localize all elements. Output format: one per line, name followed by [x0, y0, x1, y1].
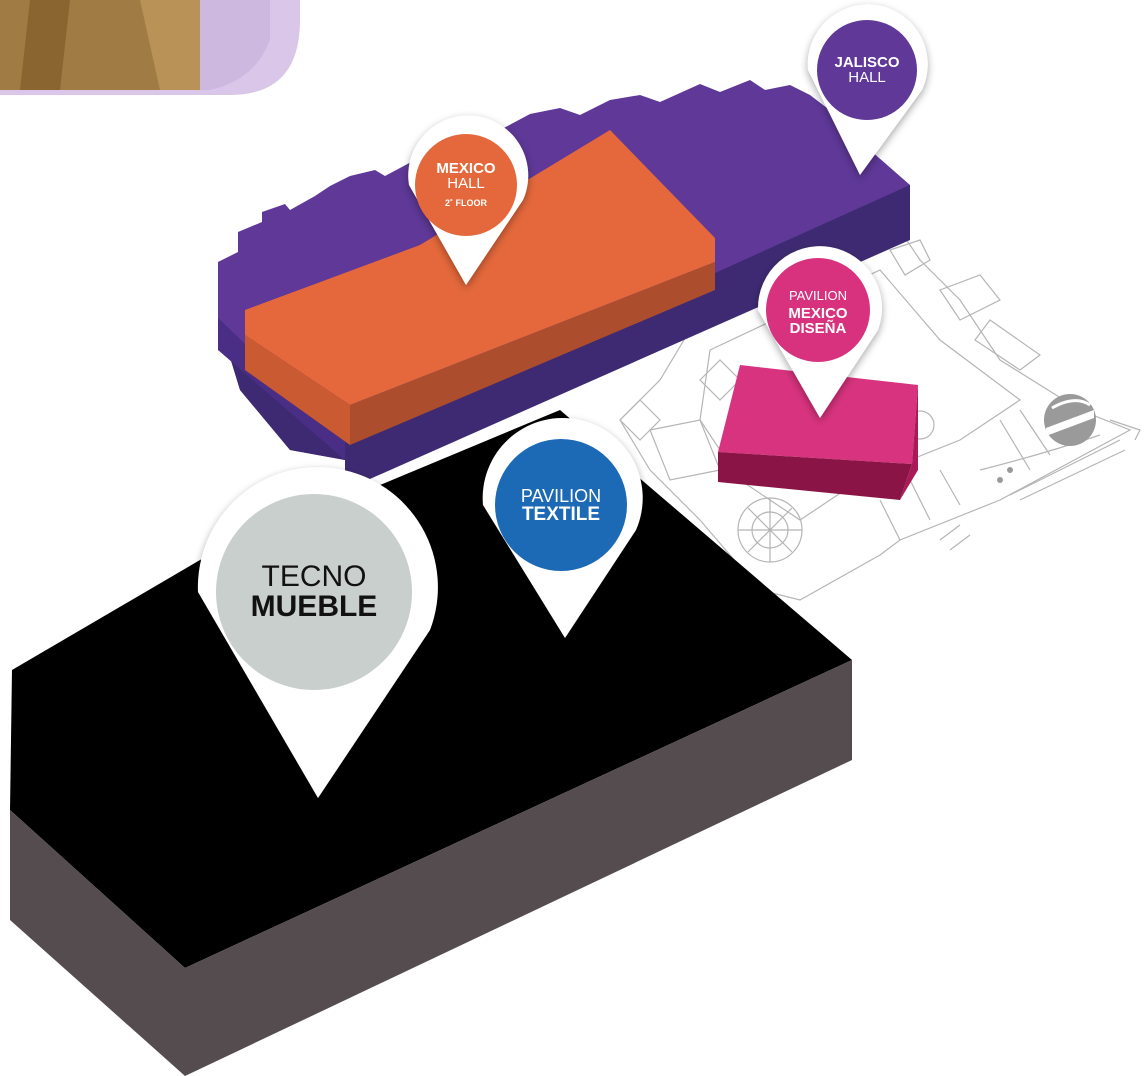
- hero-photo-fragment: [0, 0, 300, 95]
- floor-plan-emblem: [997, 394, 1096, 483]
- tecno-mueble-building[interactable]: [10, 410, 852, 1076]
